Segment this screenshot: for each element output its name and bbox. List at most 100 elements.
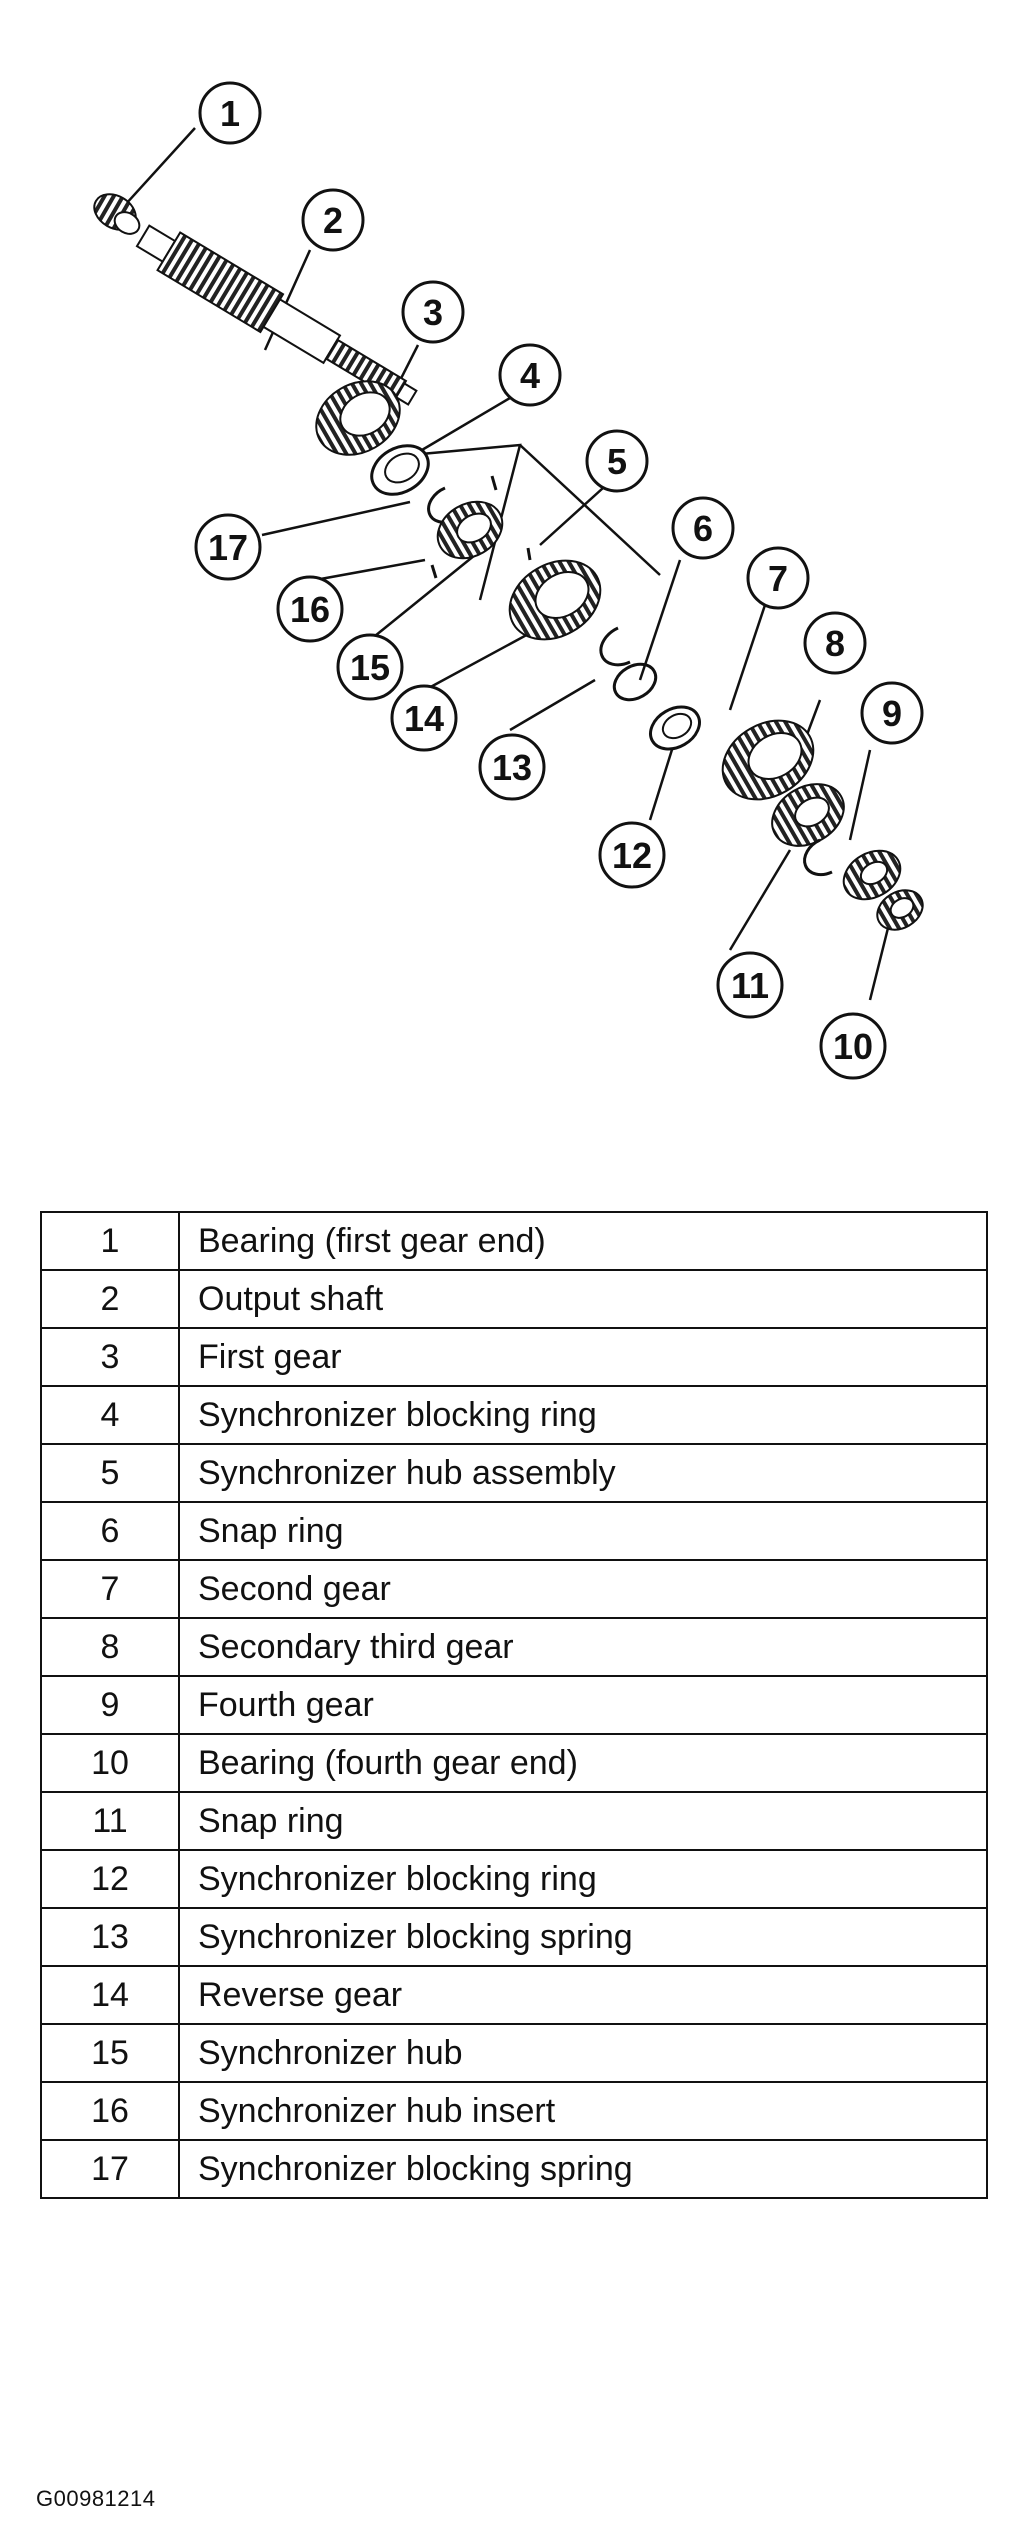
callout-10: 10	[819, 1012, 887, 1080]
second-gear	[721, 719, 815, 801]
callout-13: 13	[478, 733, 546, 801]
part-number: 13	[40, 1907, 180, 1967]
part-description: Second gear	[178, 1559, 988, 1619]
svg-text:3: 3	[423, 292, 443, 333]
part-description: Synchronizer blocking ring	[178, 1385, 988, 1445]
part-description: Synchronizer blocking spring	[178, 1907, 988, 1967]
callout-16: 16	[276, 575, 344, 643]
callout-3: 3	[401, 280, 465, 344]
svg-text:17: 17	[208, 527, 248, 568]
callout-1: 1	[198, 81, 262, 145]
callouts: 1 2 3 4 5 6 7 8 9 10 11 12 13 14 15 16 1…	[194, 81, 924, 1080]
callout-8: 8	[803, 611, 867, 675]
first-gear	[315, 380, 401, 456]
part-description: First gear	[178, 1327, 988, 1387]
synchronizer-blocking-spring-13	[599, 626, 631, 667]
part-number: 8	[40, 1617, 180, 1677]
svg-text:1: 1	[220, 93, 240, 134]
part-number: 14	[40, 1965, 180, 2025]
callout-15: 15	[336, 633, 404, 701]
part-description: Synchronizer hub insert	[178, 2081, 988, 2141]
part-number: 1	[40, 1211, 180, 1271]
part-number: 5	[40, 1443, 180, 1503]
part-number: 16	[40, 2081, 180, 2141]
part-description: Snap ring	[178, 1501, 988, 1561]
part-description: Synchronizer hub assembly	[178, 1443, 988, 1503]
callout-2: 2	[301, 188, 365, 252]
part-description: Synchronizer blocking spring	[178, 2139, 988, 2199]
part-description: Synchronizer hub	[178, 2023, 988, 2083]
figure-id: G00981214	[36, 2486, 156, 2511]
part-number: 4	[40, 1385, 180, 1445]
callout-9: 9	[860, 681, 924, 745]
svg-text:5: 5	[607, 441, 627, 482]
part-description: Bearing (first gear end)	[178, 1211, 988, 1271]
snap-ring-6	[612, 662, 658, 702]
callout-6: 6	[671, 496, 735, 560]
part-number: 15	[40, 2023, 180, 2083]
callout-14: 14	[390, 684, 458, 752]
svg-text:7: 7	[768, 558, 788, 599]
part-description: Output shaft	[178, 1269, 988, 1329]
svg-text:4: 4	[520, 355, 540, 396]
bearing-first-gear-end	[93, 193, 141, 235]
part-number: 6	[40, 1501, 180, 1561]
part-number: 17	[40, 2139, 180, 2199]
svg-text:2: 2	[323, 200, 343, 241]
part-number: 2	[40, 1269, 180, 1329]
synchronizer-blocking-ring-4	[370, 444, 430, 496]
synchronizer-hub	[436, 500, 504, 560]
part-description: Bearing (fourth gear end)	[178, 1733, 988, 1793]
callout-4: 4	[498, 343, 562, 407]
callout-7: 7	[746, 546, 810, 610]
callout-17: 17	[194, 513, 262, 581]
part-description: Fourth gear	[178, 1675, 988, 1735]
fourth-gear	[842, 849, 902, 901]
part-number: 11	[40, 1791, 180, 1851]
svg-text:14: 14	[404, 698, 444, 739]
svg-text:9: 9	[882, 693, 902, 734]
exploded-view-diagram: 1 2 3 4 5 6 7 8 9 10 11 12 13 14 15 16 1…	[93, 81, 924, 1080]
secondary-third-gear	[771, 783, 845, 847]
synchronizer-blocking-ring-12	[649, 705, 701, 751]
part-description: Snap ring	[178, 1791, 988, 1851]
part-description: Reverse gear	[178, 1965, 988, 2025]
svg-text:16: 16	[290, 589, 330, 630]
callout-11: 11	[716, 951, 784, 1019]
reverse-gear	[508, 559, 602, 641]
part-number: 9	[40, 1675, 180, 1735]
bearing-fourth-gear-end	[876, 889, 924, 931]
svg-text:6: 6	[693, 508, 713, 549]
svg-text:12: 12	[612, 835, 652, 876]
part-number: 12	[40, 1849, 180, 1909]
snap-ring-11	[803, 838, 833, 877]
svg-text:13: 13	[492, 747, 532, 788]
svg-text:15: 15	[350, 647, 390, 688]
svg-text:8: 8	[825, 623, 845, 664]
callout-12: 12	[598, 821, 666, 889]
part-description: Synchronizer blocking ring	[178, 1849, 988, 1909]
leader-lines	[124, 127, 892, 1001]
part-number: 7	[40, 1559, 180, 1619]
callout-5: 5	[585, 429, 649, 493]
part-number: 10	[40, 1733, 180, 1793]
part-description: Secondary third gear	[178, 1617, 988, 1677]
